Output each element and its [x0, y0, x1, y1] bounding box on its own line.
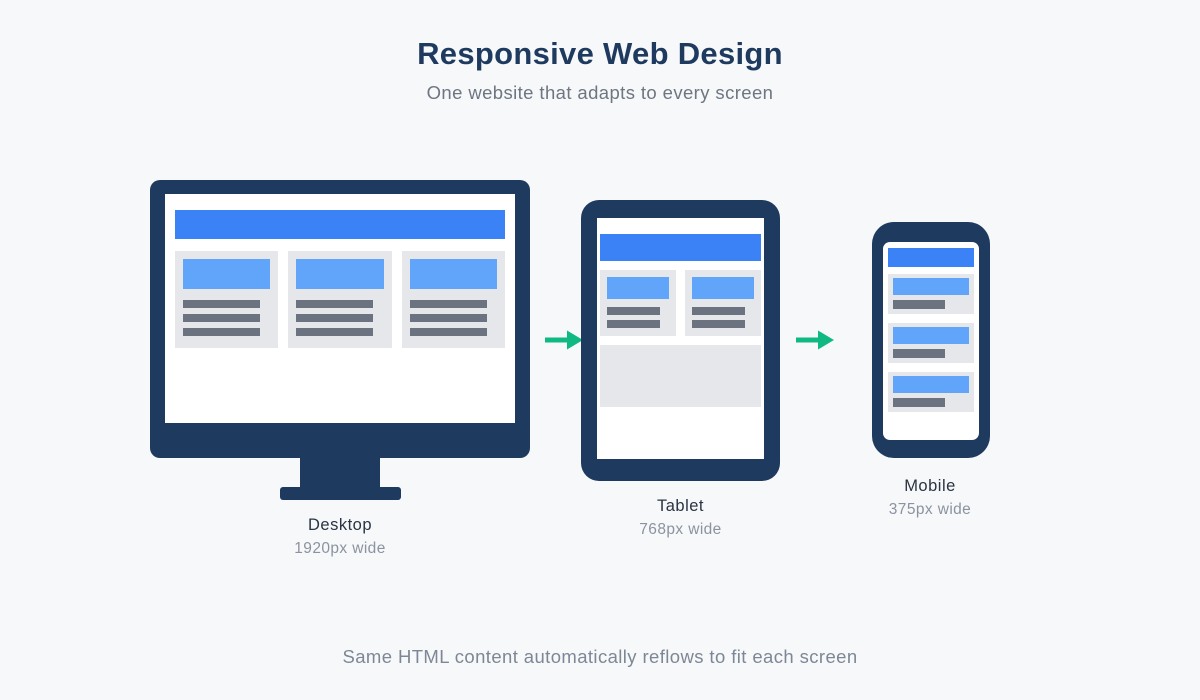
device-name-label: Mobile — [904, 477, 956, 495]
card-text-bar — [893, 300, 945, 309]
tablet-header-bar — [600, 234, 761, 261]
card-image-block — [893, 327, 969, 344]
desktop-label-group: Desktop 1920px wide — [150, 516, 530, 558]
desktop-cards-row — [175, 251, 505, 348]
tablet-label-group: Tablet 768px wide — [581, 497, 780, 539]
mobile-card — [888, 274, 974, 314]
desktop-card — [288, 251, 392, 348]
tablet-card — [600, 270, 676, 336]
page-title: Responsive Web Design — [417, 36, 783, 71]
card-text-bar — [893, 349, 945, 358]
card-image-block — [893, 376, 969, 393]
card-text-bar — [893, 398, 945, 407]
arrow-right-icon — [796, 330, 834, 350]
tablet-cards-row — [600, 270, 761, 336]
tablet-screen — [597, 218, 764, 459]
card-text-bar — [183, 314, 260, 322]
desktop-monitor-frame — [150, 180, 530, 458]
desktop-header-bar — [175, 210, 505, 239]
device-width-label: 375px wide — [888, 501, 972, 518]
mobile-screen — [883, 242, 979, 440]
card-text-bar — [607, 307, 660, 315]
card-image-block — [692, 277, 754, 299]
mobile-header-bar — [888, 248, 974, 267]
card-text-bar — [183, 328, 260, 336]
card-text-bar — [607, 320, 660, 328]
tablet-card — [685, 270, 761, 336]
monitor-stand-base — [280, 487, 401, 500]
card-image-block — [409, 259, 497, 289]
card-image-block — [607, 277, 669, 299]
card-image-block — [893, 278, 969, 295]
card-text-bar — [183, 300, 260, 308]
tablet-frame — [581, 200, 780, 481]
device-name-label: Tablet — [656, 497, 705, 515]
footer-caption: Same HTML content automatically reflows … — [342, 646, 858, 667]
card-text-bar — [296, 328, 374, 336]
device-width-label: 768px wide — [639, 521, 722, 538]
device-name-label: Desktop — [307, 516, 373, 534]
card-text-bar — [409, 328, 487, 336]
card-image-block — [296, 259, 384, 289]
card-text-bar — [409, 300, 487, 308]
card-image-block — [183, 259, 271, 289]
card-text-bar — [692, 320, 745, 328]
card-text-bar — [296, 314, 374, 322]
card-text-bar — [296, 300, 374, 308]
arrow-right-icon — [545, 330, 583, 350]
card-text-bar — [409, 314, 487, 322]
desktop-card — [175, 251, 279, 348]
tablet-content-block — [600, 345, 761, 407]
desktop-card — [401, 251, 505, 348]
mobile-label-group: Mobile 375px wide — [852, 477, 1008, 519]
mobile-card — [888, 372, 974, 412]
device-width-label: 1920px wide — [294, 540, 386, 557]
mobile-frame — [872, 222, 990, 458]
desktop-screen — [165, 194, 515, 423]
card-text-bar — [692, 307, 745, 315]
page-subtitle: One website that adapts to every screen — [426, 82, 774, 103]
monitor-stand-neck — [300, 458, 380, 489]
mobile-card — [888, 323, 974, 363]
